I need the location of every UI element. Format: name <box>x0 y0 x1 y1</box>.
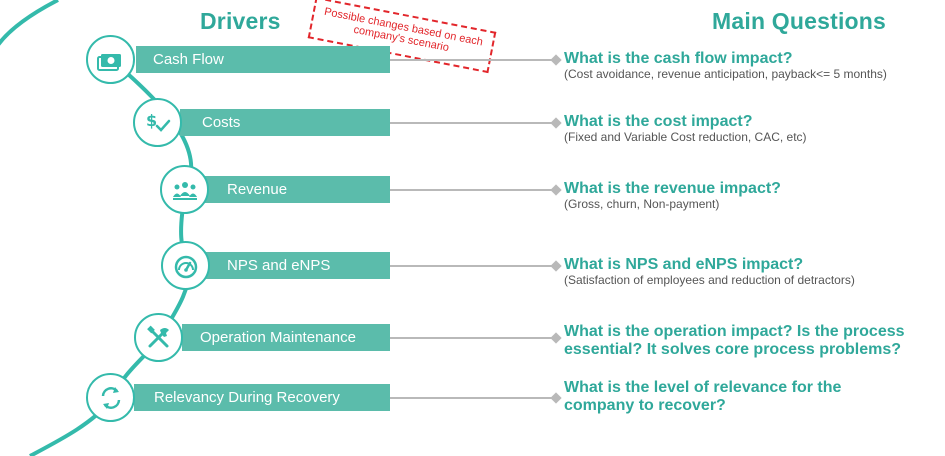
question-text: What is the level of relevance for the c… <box>564 379 842 414</box>
tools-icon <box>134 313 183 362</box>
main-questions-heading: Main Questions <box>712 8 887 34</box>
cash-icon <box>86 35 135 84</box>
recycle-icon <box>86 373 135 422</box>
driver-label: Operation Maintenance <box>200 329 356 346</box>
connector-line <box>390 122 556 124</box>
question-detail: (Fixed and Variable Cost reduction, CAC,… <box>564 130 807 144</box>
driver-bar-revenue: Revenue <box>205 176 390 203</box>
driver-bar-operation: Operation Maintenance <box>182 324 390 351</box>
question-nps: What is NPS and eNPS impact? (Satisfacti… <box>564 256 855 287</box>
question-text: What is the cost impact? <box>564 113 753 130</box>
dollar-check-icon: $ <box>133 98 182 147</box>
driver-bar-costs: Costs <box>180 109 390 136</box>
svg-text:$: $ <box>146 111 157 130</box>
connector-line <box>390 59 556 61</box>
connector-line <box>390 397 556 399</box>
question-detail: (Gross, churn, Non-payment) <box>564 197 720 211</box>
connector-line <box>390 337 556 339</box>
drivers-heading: Drivers <box>200 8 281 34</box>
driver-label: Relevancy During Recovery <box>154 389 340 406</box>
question-revenue: What is the revenue impact? (Gross, chur… <box>564 180 781 211</box>
driver-label: Revenue <box>227 181 288 198</box>
question-detail: (Cost avoidance, revenue anticipation, p… <box>564 67 887 81</box>
connector-line <box>390 189 556 191</box>
driver-bar-relevancy: Relevancy During Recovery <box>134 384 390 411</box>
question-text: What is the revenue impact? <box>564 180 781 197</box>
question-relevancy: What is the level of relevance for the c… <box>564 379 904 415</box>
question-text: What is the operation impact? Is the pro… <box>564 323 905 358</box>
driver-label: Cash Flow <box>153 51 224 68</box>
driver-bar-cash-flow: Cash Flow <box>136 46 390 73</box>
driver-label: Costs <box>202 114 241 131</box>
question-text: What is the cash flow impact? <box>564 50 793 67</box>
question-text: What is NPS and eNPS impact? <box>564 256 804 273</box>
driver-bar-nps: NPS and eNPS <box>206 252 390 279</box>
gauge-icon <box>161 241 210 290</box>
driver-label: NPS and eNPS <box>227 257 331 274</box>
connector-line <box>390 265 556 267</box>
question-operation: What is the operation impact? Is the pro… <box>564 323 939 359</box>
people-icon <box>160 165 209 214</box>
question-detail: (Satisfaction of employees and reduction… <box>564 273 855 287</box>
question-costs: What is the cost impact? (Fixed and Vari… <box>564 113 807 144</box>
question-cash-flow: What is the cash flow impact? (Cost avoi… <box>564 50 887 81</box>
